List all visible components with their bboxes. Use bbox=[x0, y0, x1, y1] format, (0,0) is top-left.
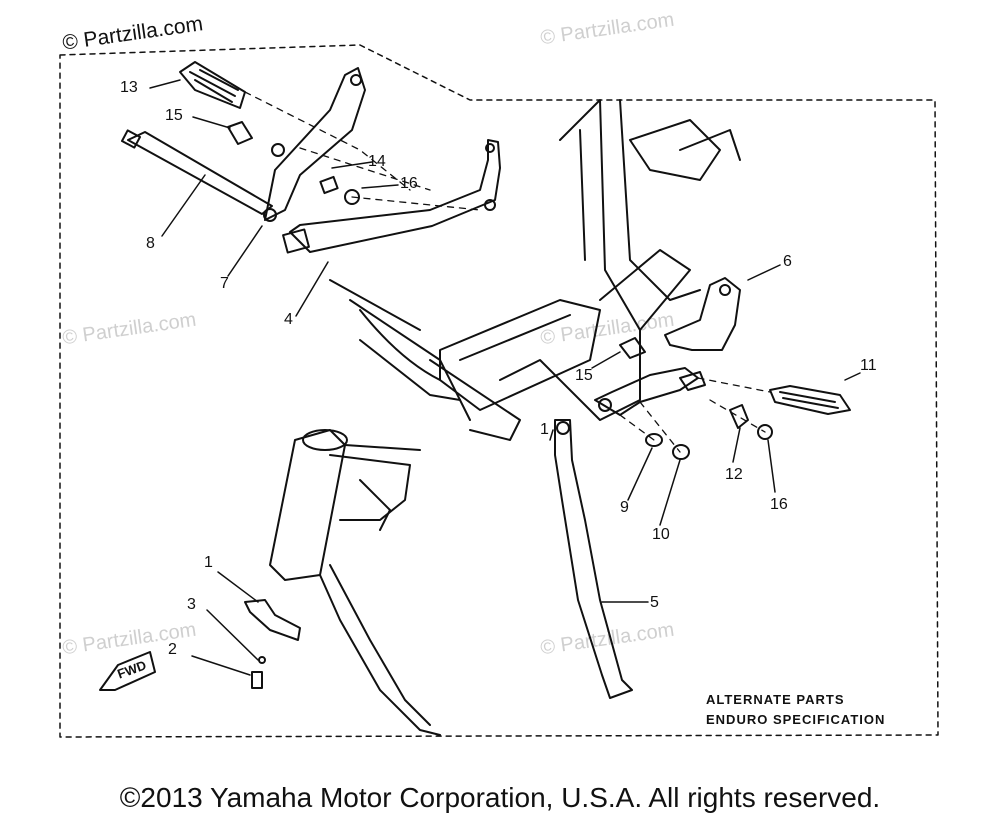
stand-arm bbox=[282, 139, 501, 254]
alternate-parts-note: ALTERNATE PARTS ENDURO SPECIFICATION bbox=[706, 690, 885, 730]
callout-15-left: 15 bbox=[165, 107, 183, 124]
callout-11: 11 bbox=[860, 357, 877, 374]
callout-9: 9 bbox=[620, 499, 629, 516]
nut-16-right bbox=[757, 424, 773, 440]
callout-2: 2 bbox=[168, 641, 177, 658]
boundary-outline bbox=[59, 44, 939, 738]
exploded-view-drawing bbox=[59, 44, 939, 738]
note-line-1: ALTERNATE PARTS bbox=[706, 692, 845, 707]
callout-3: 3 bbox=[187, 596, 196, 613]
long-bolt bbox=[121, 129, 273, 215]
footrest-bracket-left bbox=[263, 67, 366, 222]
callout-12: 12 bbox=[725, 466, 743, 483]
pin-1 bbox=[244, 599, 301, 641]
side-stand bbox=[554, 419, 633, 699]
callout-7: 7 bbox=[220, 275, 229, 292]
steering-head bbox=[269, 429, 441, 736]
callout-8: 8 bbox=[146, 235, 155, 252]
footrest-right bbox=[769, 385, 851, 415]
callout-6: 6 bbox=[783, 253, 792, 270]
nut-10 bbox=[672, 444, 690, 460]
washer-3 bbox=[258, 656, 266, 664]
callout-14: 14 bbox=[368, 153, 386, 170]
callout-16-right: 16 bbox=[770, 496, 788, 513]
footrest-bracket-right bbox=[664, 277, 741, 351]
callout-5: 5 bbox=[650, 594, 659, 611]
copyright-footer: ©2013 Yamaha Motor Corporation, U.S.A. A… bbox=[119, 782, 881, 813]
note-line-2: ENDURO SPECIFICATION bbox=[706, 712, 886, 727]
washer-9 bbox=[645, 433, 663, 447]
clip-12 bbox=[729, 404, 749, 429]
nut-16-left bbox=[344, 189, 360, 205]
callout-13: 13 bbox=[120, 79, 138, 96]
fwd-arrow bbox=[99, 651, 156, 691]
callout-15-right: 15 bbox=[575, 367, 593, 384]
callout-1: 1 bbox=[204, 554, 213, 571]
callout-4: 4 bbox=[284, 311, 293, 328]
footrest-left bbox=[179, 61, 246, 109]
callout-16-left: 16 bbox=[400, 175, 418, 192]
bolt-left bbox=[227, 121, 253, 145]
callout-1-stand: 1 bbox=[540, 421, 549, 438]
bolt-2 bbox=[251, 671, 263, 689]
nut-14 bbox=[319, 175, 339, 195]
main-frame bbox=[329, 99, 741, 441]
callout-10: 10 bbox=[652, 526, 670, 543]
